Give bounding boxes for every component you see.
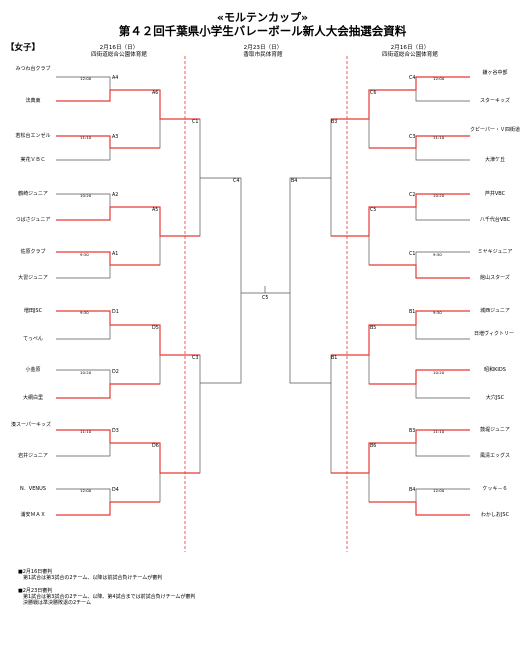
team-right-14: 風清エッグス: [479, 453, 510, 459]
match-code-A6: A6: [152, 91, 159, 96]
time-A4: 12:00: [80, 76, 92, 81]
team-right-6: 八千代台VBC: [479, 217, 511, 223]
time-D3: 11:10: [80, 429, 92, 434]
category-label: 【女子】: [6, 43, 41, 53]
team-left-3: 若松台エンゼル: [15, 133, 51, 139]
match-code-B5: B5: [370, 326, 377, 331]
team-left-8: 大習ジュニア: [18, 275, 48, 281]
team-right-9: 城西ジュニア: [480, 308, 510, 314]
team-left-13: 湊スーパーキッズ: [11, 422, 51, 428]
match-code-D1: D1: [112, 310, 119, 315]
note-line-4: ■2月23日審判: [18, 587, 53, 594]
venue-right-place: 四街道総合公園体育館: [382, 52, 438, 58]
time-B4-right: 12:00: [433, 488, 445, 493]
team-right-10: 日増ヴィクトリー: [474, 331, 515, 337]
team-left-7: 佐原クラブ: [20, 249, 46, 255]
match-code-C2: C2: [409, 193, 416, 198]
note-line-2: 第1試合は第3試合の2チーム、以降は前試合負けチームが審判: [18, 575, 163, 582]
match-code-B6: B6: [370, 444, 377, 449]
time-B1-right: 9:30: [433, 310, 442, 315]
match-code-B1: B1: [331, 356, 338, 361]
team-right-15: ケッキ－６: [482, 486, 508, 492]
time-D1: 9:30: [80, 310, 89, 315]
match-code-B4-right: B4: [409, 488, 416, 493]
match-code-C4: C4: [233, 179, 240, 184]
match-code-B3: B3: [331, 120, 338, 125]
match-code-B4: B4: [291, 179, 298, 184]
time-C1-right: 9:30: [433, 252, 442, 257]
match-code-C5: C5: [262, 296, 269, 301]
referee-notes: ■2月16日審判 第1試合は第3試合の2チーム、以降は前試合負けチームが審判 ■…: [18, 569, 195, 606]
time-C4-right: 12:00: [433, 76, 445, 81]
team-left-10: てっぺん: [23, 336, 43, 342]
match-code-C6: C6: [370, 91, 377, 96]
match-code-A5: A5: [152, 208, 159, 213]
match-code-D6: D6: [152, 444, 159, 449]
match-code-C4-right: C4: [409, 76, 416, 81]
match-code-B1-right: B1: [409, 310, 416, 315]
note-line-1: ■2月16日審判: [18, 569, 53, 575]
team-right-7: ミヤキジュニア: [477, 249, 513, 255]
time-C3-right: 11:10: [433, 135, 445, 140]
team-right-4: 大津ケ丘: [484, 157, 505, 163]
venue-right: 2月16日（日） 四街道総合公園体育館: [371, 45, 449, 59]
team-left-2: 法典東: [25, 98, 41, 104]
venue-center: 2月23日（日） 香取市民体育館: [224, 45, 302, 59]
time-B3-right: 11:10: [433, 429, 445, 434]
note-line-6: 決勝戦は準決勝敗退の2チーム: [18, 600, 92, 607]
match-code-D2: D2: [112, 370, 119, 375]
team-right-13: 鼓堤ジュニア: [480, 427, 510, 433]
team-left-12: 大網白里: [22, 395, 43, 401]
note-line-5: 第1試合は第3試合の2チーム、以降、第4試合までは前試合負けチームが審判: [18, 593, 196, 600]
team-left-1: みつわ台クラブ: [15, 66, 51, 72]
match-code-D5: D5: [152, 326, 159, 331]
team-right-12: 大穴JSC: [485, 395, 505, 401]
match-code-A1: A1: [112, 252, 119, 257]
match-code-B3-right: B3: [409, 429, 416, 434]
team-right-2: スターキッズ: [479, 98, 510, 104]
time-A2: 10:20: [80, 193, 92, 198]
match-code-C1: C1: [192, 120, 199, 125]
time-A3: 11:10: [80, 135, 92, 140]
time-D4: 12:00: [80, 488, 92, 493]
tournament-subtitle: «モルテンカップ»: [216, 11, 309, 24]
time-C2-right: 10:20: [433, 193, 445, 198]
team-right-8: 館山スターズ: [480, 275, 510, 281]
match-code-D4: D4: [112, 488, 119, 493]
time-A1: 9:30: [80, 252, 89, 257]
team-left-5: 鶴崎ジュニア: [18, 191, 48, 197]
venue-center-place: 香取市民体育館: [243, 52, 283, 58]
team-right-3: クピーパー・Ｖ四街道: [470, 127, 520, 133]
match-code-C5-right: C5: [370, 208, 377, 213]
match-code-D3: D3: [112, 429, 119, 434]
match-code-A3: A3: [112, 135, 119, 140]
match-code-A2: A2: [112, 193, 119, 198]
team-left-9: 増田JSC: [23, 308, 43, 314]
match-code-C3-right: C3: [409, 135, 416, 140]
team-right-1: 鎌ヶ谷中部: [482, 70, 508, 76]
page-title: 第４２回千葉県小学生バレーボール新人大会抽選会資料: [118, 24, 407, 38]
match-code-A4: A4: [112, 76, 119, 81]
team-left-11: 小金原: [25, 367, 41, 373]
team-left-14: 岩井ジュニア: [18, 453, 48, 459]
match-code-C1-right: C1: [409, 252, 416, 257]
team-left-16: 浦安ＭＡＸ: [20, 512, 46, 518]
team-left-4: 実花ＶＢＣ: [20, 157, 46, 163]
team-right-16: わかしおJSC: [480, 512, 510, 518]
match-code-C3: C3: [192, 356, 199, 361]
venue-left-place: 四街道総合公園体育館: [91, 52, 147, 58]
team-right-5: 芦井VBC: [484, 191, 506, 197]
venue-left: 2月16日（日） 四街道総合公園体育館: [80, 45, 158, 59]
venue-right-date: 2月16日（日）: [390, 45, 430, 51]
venue-left-date: 2月16日（日）: [99, 45, 139, 51]
time-D2: 10:20: [80, 370, 92, 375]
time-B2-right: 10:20: [433, 370, 445, 375]
venue-center-date: 2月23日（日）: [243, 45, 283, 51]
team-left-6: つばさジュニア: [15, 217, 51, 223]
team-right-11: 昭和KIDS: [484, 367, 506, 373]
team-left-15: N．VENUS: [20, 486, 46, 492]
